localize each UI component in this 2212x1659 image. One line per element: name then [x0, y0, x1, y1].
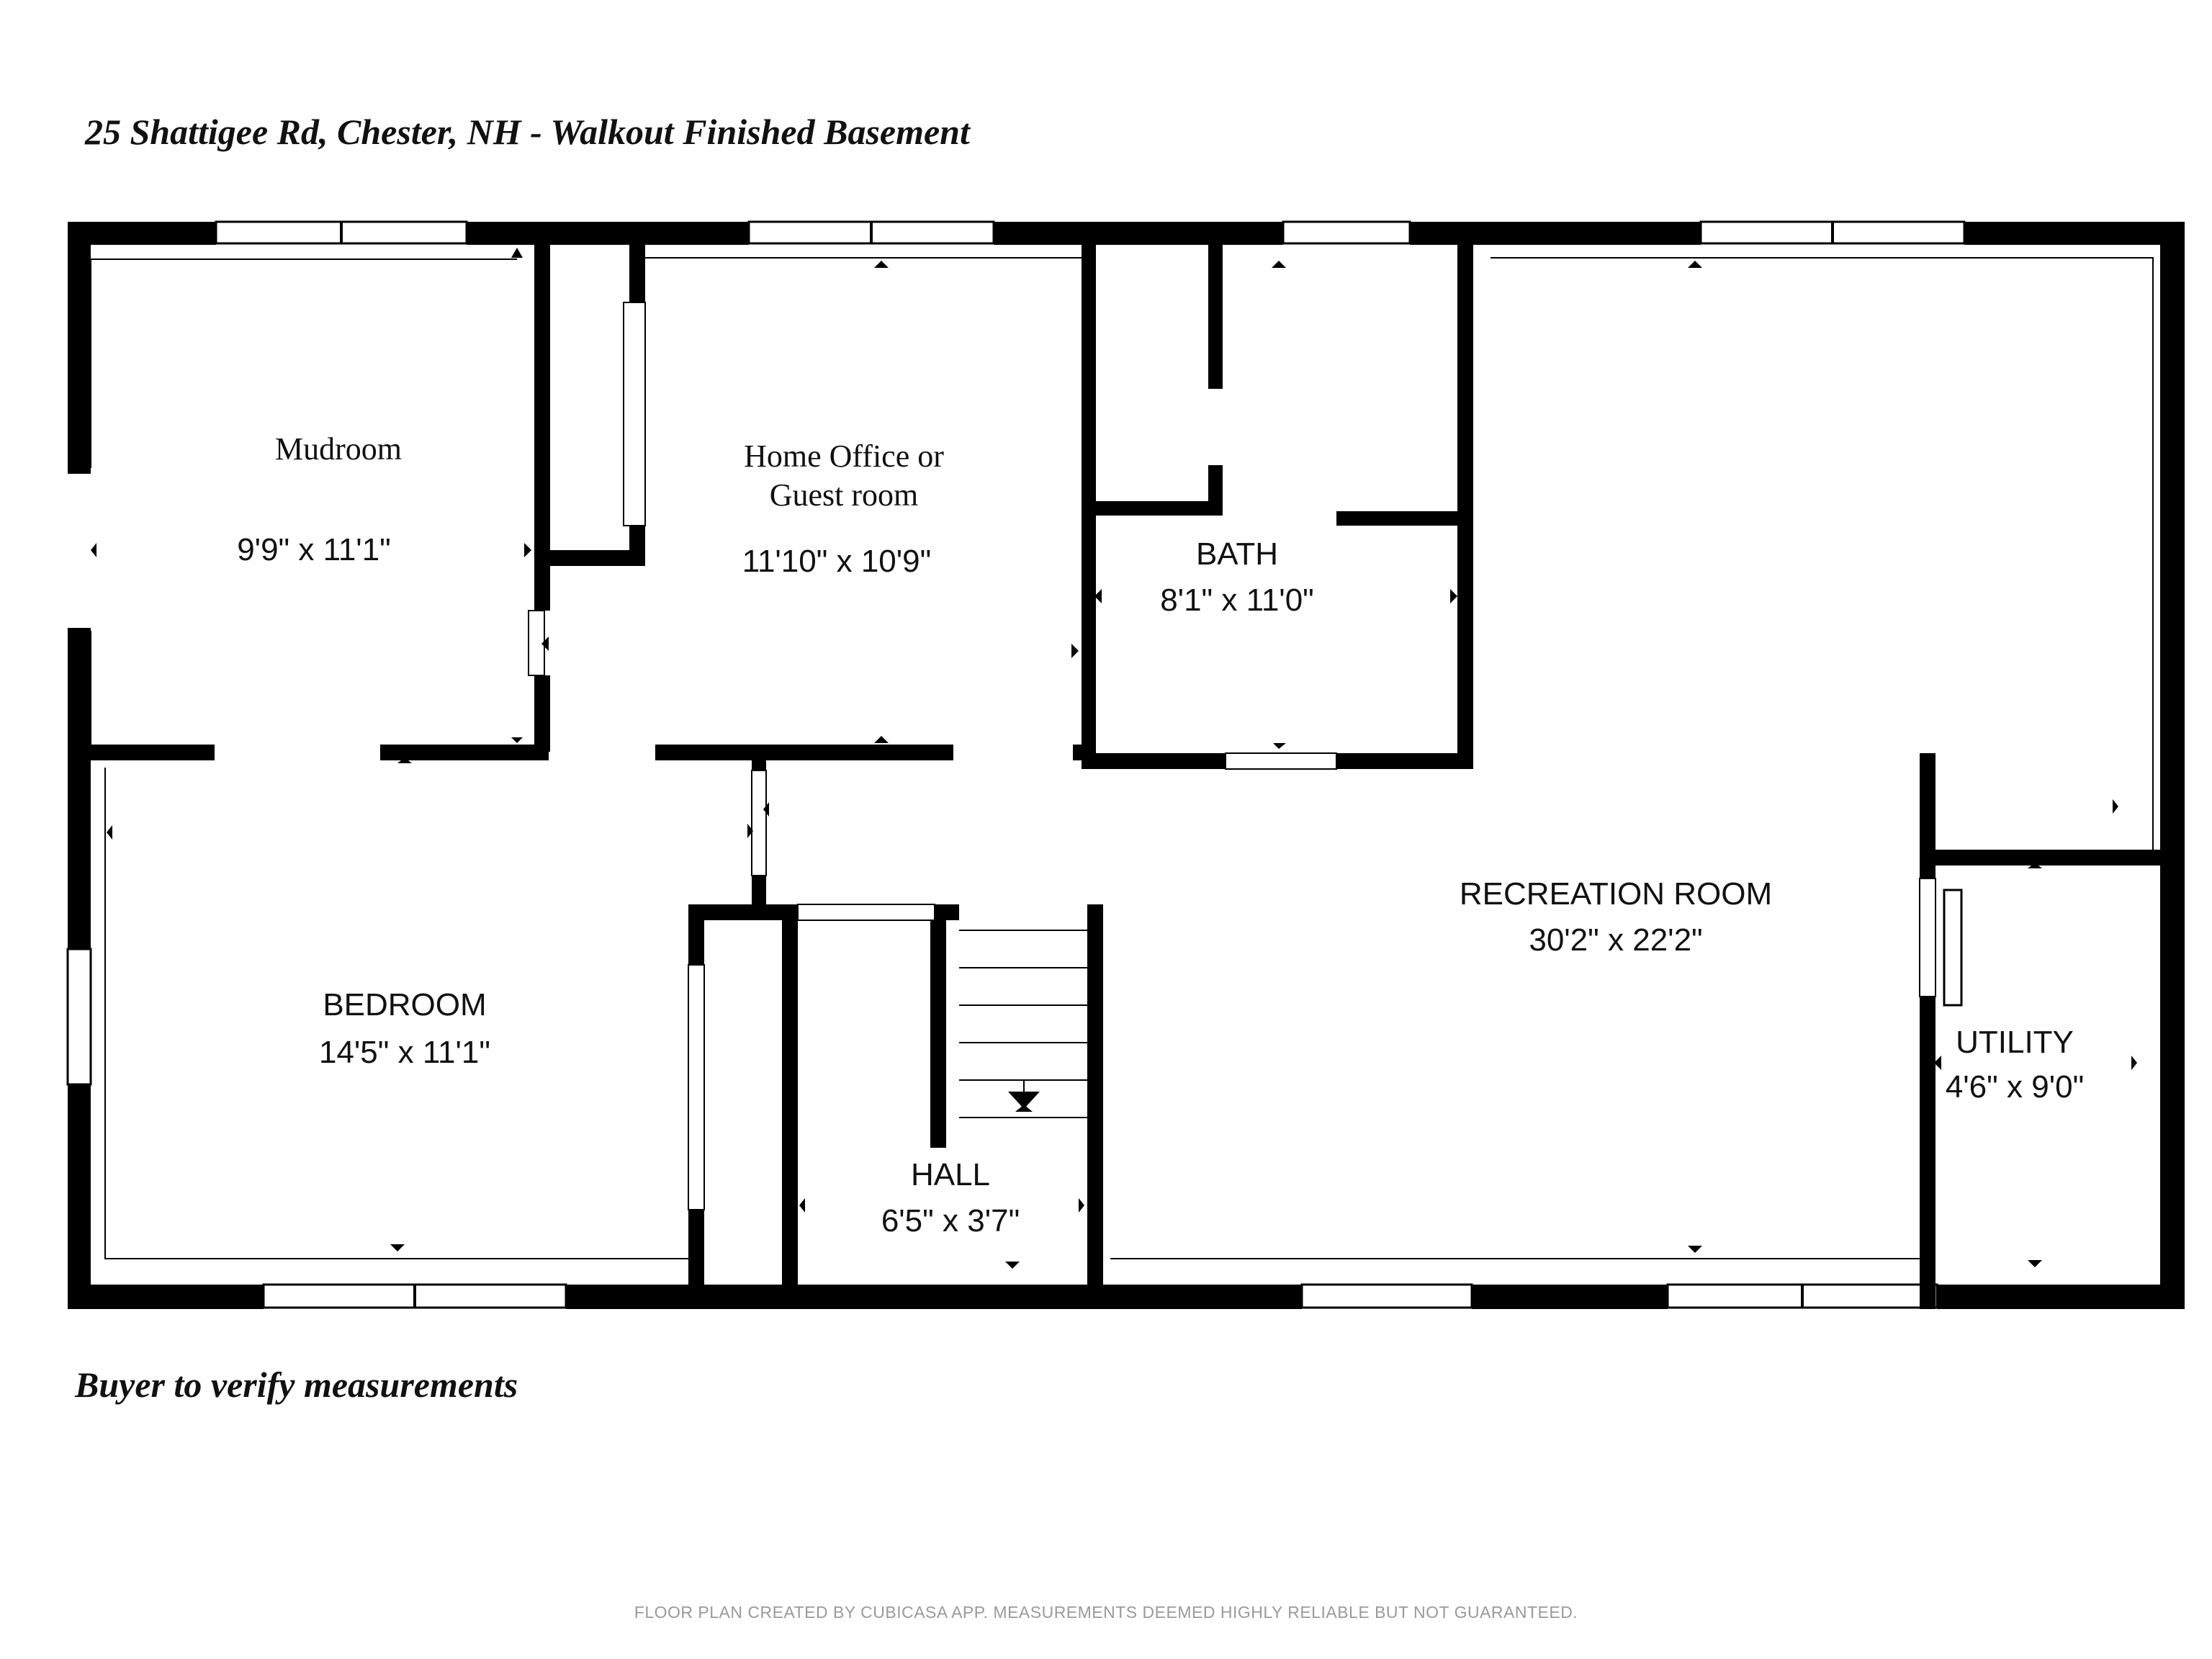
office-name-line2: Guest room	[770, 477, 919, 513]
office-dims: 11'10" x 10'9"	[742, 544, 932, 579]
bath-dims: 8'1" x 11'0"	[1160, 583, 1314, 618]
footer-disclaimer: FLOOR PLAN CREATED BY CUBICASA APP. MEAS…	[634, 1603, 1578, 1622]
dimension-lines	[90, 257, 2154, 1259]
mudroom-name: Mudroom	[275, 431, 402, 467]
bath-name: BATH	[1196, 536, 1278, 572]
bedroom-name: BEDROOM	[323, 987, 486, 1022]
bedroom-dims: 14'5" x 11'1"	[319, 1035, 490, 1070]
office-name-line1: Home Office or	[744, 439, 944, 474]
hall-name: HALL	[911, 1157, 990, 1192]
measurement-note: Buyer to verify measurements	[75, 1364, 518, 1405]
dimension-markers	[91, 248, 2137, 1269]
recreation-room-dims: 30'2" x 22'2"	[1529, 922, 1702, 958]
mudroom-dims: 9'9" x 11'1"	[237, 532, 391, 567]
utility-name: UTILITY	[1956, 1025, 2074, 1060]
windows	[66, 220, 1966, 1309]
walls	[68, 222, 2185, 1309]
page-title: 25 Shattigee Rd, Chester, NH - Walkout F…	[85, 112, 970, 152]
hall-dims: 6'5" x 3'7"	[881, 1203, 1020, 1238]
recreation-room-name: RECREATION ROOM	[1460, 876, 1772, 912]
utility-dims: 4'6" x 9'0"	[1946, 1069, 2084, 1105]
room-labels: Mudroom 9'9" x 11'1" Home Office or Gues…	[237, 431, 2084, 1238]
door-openings	[528, 302, 1936, 1210]
